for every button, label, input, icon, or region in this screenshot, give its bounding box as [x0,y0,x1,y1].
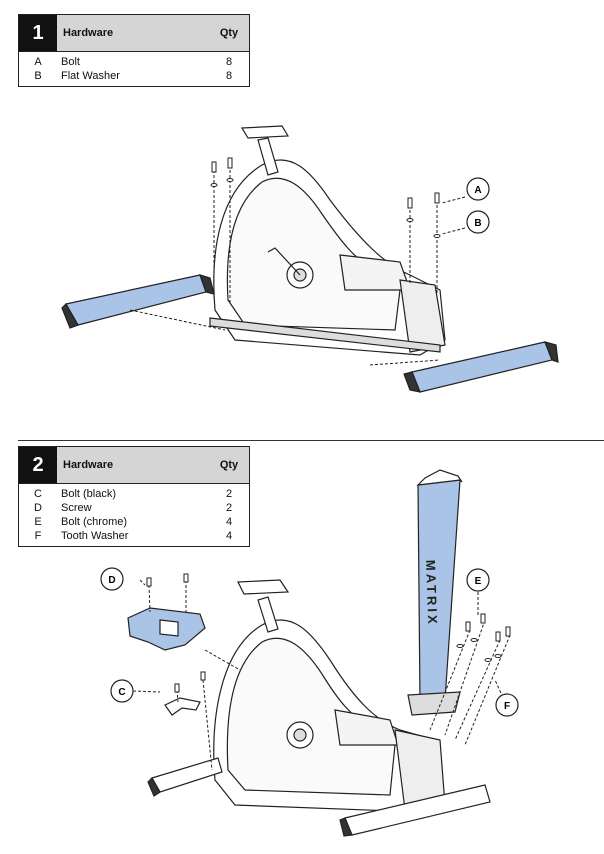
seat-post [257,137,279,176]
base-rail [209,317,441,353]
screw-d [146,577,152,587]
step-1-section: 1 Hardware Qty A Bolt 8 B Flat Washer 8 [18,14,559,393]
callout-d: D [100,567,124,591]
hardware-qty: 2 [225,488,233,500]
step-number: 2 [19,447,57,483]
seat-post [257,596,279,633]
callout-b: B [466,210,490,234]
rear-stabilizer [65,274,207,326]
hardware-letter: F [34,530,42,542]
hardware-row: C Bolt (black) 2 [19,487,249,501]
hardware-column-header: Hardware [63,27,114,39]
bolt-e [480,613,486,624]
hardware-letter: E [34,516,42,528]
hardware-letter: D [34,502,42,514]
hardware-letter: A [34,56,42,68]
step-2-section: 2 Hardware Qty C Bolt (black) 2 D Screw … [0,440,604,854]
section-divider [18,440,604,441]
tooth-washer-f [484,658,492,662]
bolt-e [505,626,511,637]
callout-d-label: D [108,575,115,586]
tooth-washer-f [456,644,464,648]
hardware-name: Flat Washer [61,70,120,82]
flat-washer-b [210,183,218,187]
flat-washer-b [406,218,414,222]
screw-d [183,573,189,583]
callout-f: F [495,693,519,717]
bolt-a [211,161,217,173]
hardware-name: Bolt (chrome) [61,516,128,528]
callout-f-label: F [504,701,510,712]
upright-brand: MATRIX [423,560,440,627]
hardware-qty: 8 [225,56,233,68]
callout-a: A [466,177,490,201]
qty-column-header: Qty [219,459,239,471]
hardware-qty: 4 [225,530,233,542]
rear-stabilizer [151,757,223,793]
hardware-column-header: Hardware [63,459,114,471]
step-2-illustration: MATRIX [100,469,519,837]
handlebar [416,469,463,486]
callout-c-label: C [118,687,125,698]
bolt-c [174,683,180,693]
hardware-qty: 8 [225,70,233,82]
hardware-name: Bolt (black) [61,488,117,500]
step-1-illustration: A B [61,125,559,393]
hardware-name: Bolt [61,56,80,68]
tooth-washer-f [494,654,502,658]
bolt-a [407,197,413,209]
hardware-row: F Tooth Washer 4 [19,529,249,543]
step-1-hardware-table: 1 Hardware Qty A Bolt 8 B Flat Washer 8 [18,14,250,87]
qty-column-header: Qty [219,27,239,39]
bolt-e [495,631,501,642]
hardware-table-header: 1 Hardware Qty [19,15,249,52]
callout-a-label: A [474,185,481,196]
hardware-letter: B [34,70,42,82]
bolt-a [434,192,440,204]
hardware-table-header: 2 Hardware Qty [19,447,249,484]
callout-c: C [110,679,134,703]
hardware-row: D Screw 2 [19,501,249,515]
flat-washer-b [433,234,441,238]
hardware-qty: 4 [225,516,233,528]
hardware-row: A Bolt 8 [19,55,249,69]
seat [237,579,290,595]
flat-washer-b [226,178,234,182]
step-number: 1 [19,15,57,51]
bracket [164,697,201,716]
bolt-c [200,671,206,681]
tooth-washer-f [470,638,478,642]
callout-b-label: B [474,218,481,229]
hardware-row: E Bolt (chrome) 4 [19,515,249,529]
bolt-e [465,621,471,632]
hardware-letter: C [34,488,42,500]
step-2-hardware-table: 2 Hardware Qty C Bolt (black) 2 D Screw … [18,446,250,547]
callout-e-label: E [475,576,482,587]
hardware-row: B Flat Washer 8 [19,69,249,83]
hardware-name: Tooth Washer [61,530,129,542]
seat [240,125,290,139]
hardware-qty: 2 [225,502,233,514]
callout-e: E [466,568,490,592]
hardware-name: Screw [61,502,92,514]
bolt-a [227,157,233,169]
